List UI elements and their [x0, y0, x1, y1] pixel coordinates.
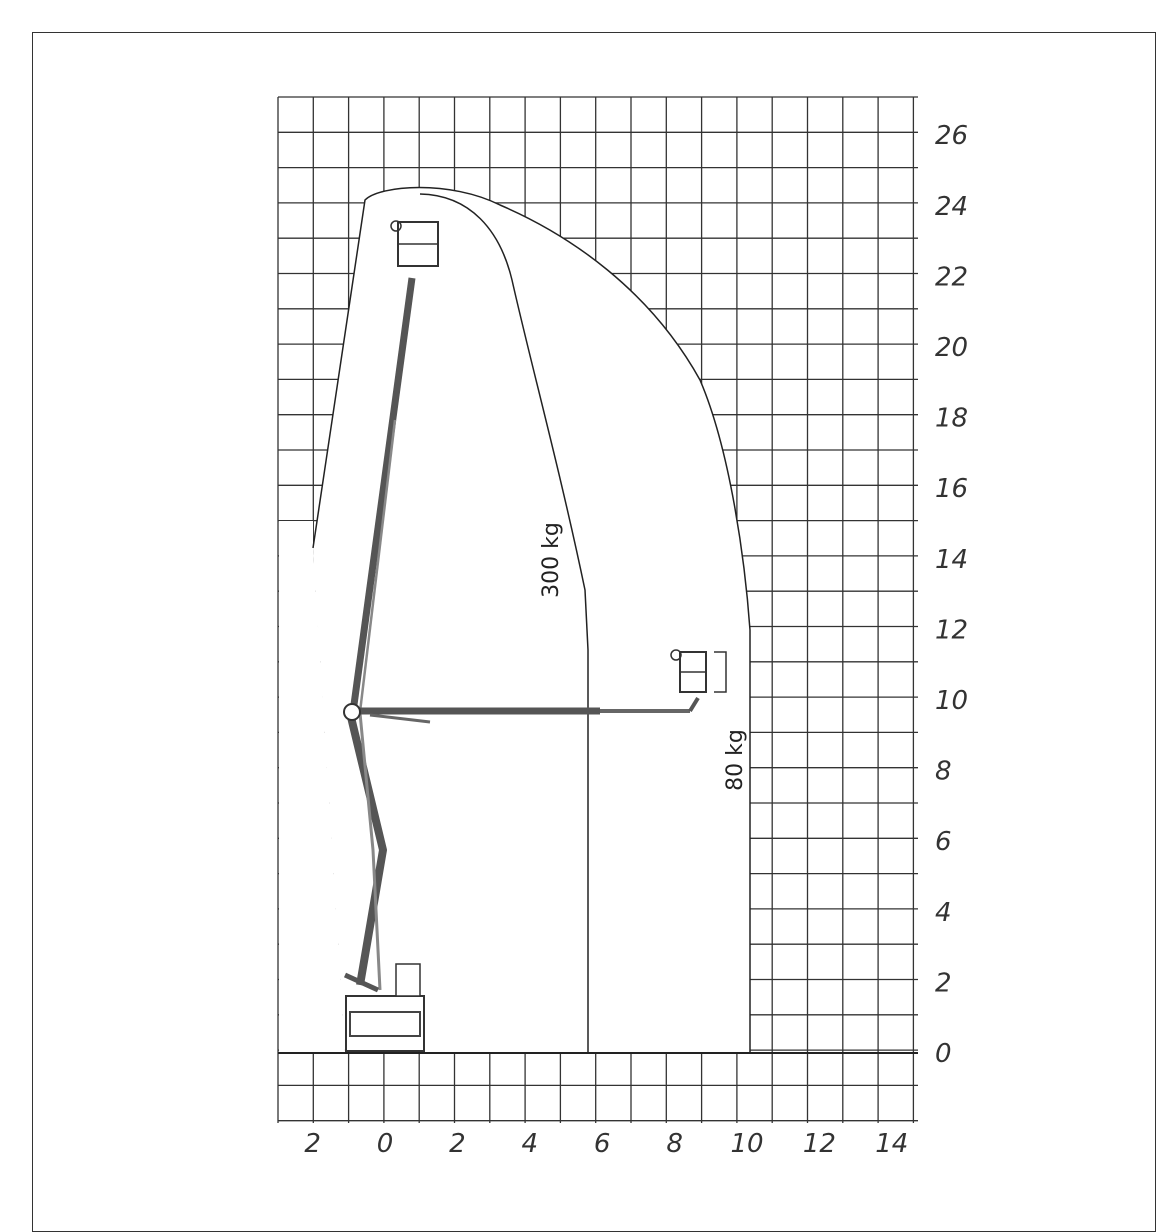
x-tick-label: 0	[377, 1129, 394, 1159]
y-tick-label: 18	[935, 404, 968, 434]
lower-boom-rod	[343, 972, 380, 993]
y-tick-label: 20	[935, 333, 968, 363]
outer-envelope-curve	[312, 186, 751, 1053]
x-tick-label: 2	[449, 1129, 466, 1159]
y-tick-label: 0	[935, 1039, 952, 1069]
upper-boom-vertical	[349, 277, 416, 713]
y-tick-label: 14	[935, 545, 968, 575]
upper-boom-vertical-inner	[358, 419, 397, 713]
turret	[395, 963, 421, 997]
y-tick-label: 26	[935, 121, 968, 151]
x-tick-label: 6	[594, 1129, 611, 1159]
left-blank-area	[279, 521, 345, 1052]
y-tick-label: 10	[935, 686, 968, 716]
envelope-interior	[313, 187, 750, 1052]
y-tick-label: 16	[935, 474, 968, 504]
chassis	[345, 995, 425, 1052]
x-tick-label: 2	[304, 1129, 321, 1159]
x-tick-label: 14	[875, 1129, 908, 1159]
basket-bracket	[714, 651, 727, 693]
load-label: 80 kg	[723, 729, 748, 791]
top-basket-operator	[390, 220, 402, 232]
y-tick-label: 4	[935, 898, 952, 928]
x-tick-label: 4	[522, 1129, 539, 1159]
boom-joint	[343, 703, 361, 721]
x-tick-label: 10	[730, 1129, 763, 1159]
lower-boom	[346, 712, 387, 986]
y-tick-label: 24	[935, 192, 968, 222]
load-labels: 300 kg 80 kg	[539, 522, 748, 791]
y-tick-label: 12	[935, 615, 968, 645]
y-tick-label: 22	[935, 262, 968, 292]
load-label: 300 kg	[539, 522, 564, 598]
jib-arm	[688, 696, 700, 713]
working-envelope	[312, 186, 751, 1053]
y-tick-label: 2	[935, 968, 952, 998]
grid	[277, 96, 918, 1123]
upper-boom-horizontal-brace	[369, 713, 431, 724]
side-basket-operator	[670, 649, 682, 661]
y-tick-label: 8	[935, 757, 952, 787]
y-tick-label: 6	[935, 827, 952, 857]
x-tick-label: 8	[666, 1129, 683, 1159]
aerial-platform-drawing	[343, 220, 727, 1052]
x-tick-label: 12	[803, 1129, 836, 1159]
chassis-frame	[349, 1011, 421, 1037]
lower-boom-inner	[358, 712, 382, 991]
inner-300kg-curve	[419, 193, 589, 1053]
